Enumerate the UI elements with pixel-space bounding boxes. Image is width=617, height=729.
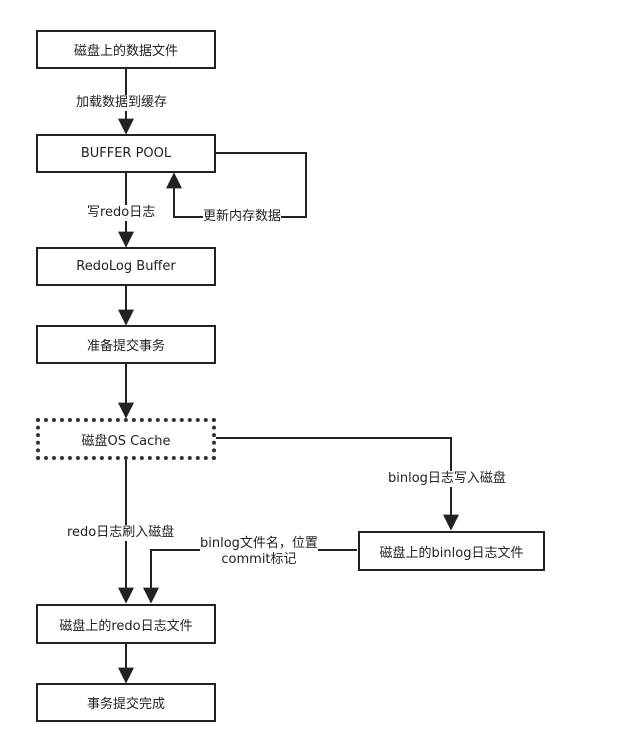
prepare-commit-node: 准备提交事务 [36, 325, 216, 364]
commit-done-node: 事务提交完成 [36, 683, 216, 722]
buffer-pool-label: BUFFER POOL [80, 146, 172, 161]
buffer-pool-node: BUFFER POOL [36, 134, 216, 173]
disk-data-file-node: 磁盘上的数据文件 [36, 30, 216, 69]
os-cache-label: 磁盘OS Cache [81, 433, 171, 449]
redo-file-node: 磁盘上的redo日志文件 [36, 604, 216, 644]
edge-label-write-redo: 写redo日志 [87, 205, 156, 221]
edge-label-update-memory: 更新内存数据 [203, 209, 282, 225]
binlog-file-label: 磁盘上的binlog日志文件 [379, 545, 524, 561]
redo-file-label: 磁盘上的redo日志文件 [59, 618, 193, 634]
edge-update-memory [166, 152, 307, 218]
edge-label-binlog-write: binlog日志写入磁盘 [388, 471, 506, 487]
edge-label-binlog-name-line1: binlog文件名，位置 [200, 536, 318, 551]
edge-label-binlog-name-line2: commit标记 [221, 552, 297, 567]
disk-data-file-label: 磁盘上的数据文件 [73, 44, 178, 59]
edge-label-load-to-cache: 加载数据到缓存 [76, 95, 168, 111]
prepare-commit-label: 准备提交事务 [86, 339, 165, 354]
edge-label-binlog-name: binlog文件名，位置 commit标记 [200, 536, 318, 568]
edge-binlog-write [215, 437, 459, 531]
edge-label-redo-flush: redo日志刷入磁盘 [67, 525, 175, 541]
binlog-file-node: 磁盘上的binlog日志文件 [358, 531, 545, 571]
redolog-buffer-label: RedoLog Buffer [76, 259, 176, 274]
redolog-buffer-node: RedoLog Buffer [36, 247, 216, 286]
os-cache-node: 磁盘OS Cache [36, 418, 216, 460]
commit-done-label: 事务提交完成 [86, 697, 165, 712]
